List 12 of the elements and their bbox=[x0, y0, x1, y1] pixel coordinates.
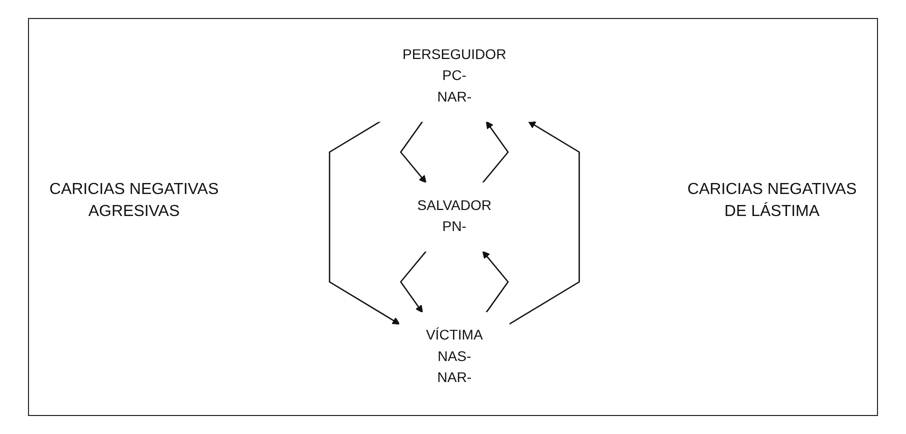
arrow bbox=[328, 120, 400, 325]
node-text: VÍCTIMA NAS- NAR- bbox=[426, 328, 482, 386]
note-text: CARICIAS NEGATIVAS AGRESIVAS bbox=[49, 180, 219, 222]
node-text: SALVADOR PN- bbox=[416, 198, 492, 235]
arrow bbox=[482, 250, 508, 313]
note-text: CARICIAS NEGATIVAS DE LÁSTIMA bbox=[687, 180, 857, 222]
arrow bbox=[400, 121, 426, 184]
node-text: PERSEGUIDOR PC- NAR- bbox=[402, 48, 506, 105]
arrow bbox=[400, 250, 426, 313]
diagram-frame: PERSEGUIDOR PC- NAR- SALVADOR PN- VÍCTIMA NAS- NAR- CARICIAS NEGATIVAS AGRESIVAS CARICIAS NEGATIVAS DE LÁSTIMA bbox=[28, 18, 878, 416]
arrow bbox=[508, 121, 580, 325]
arrow bbox=[482, 121, 508, 184]
